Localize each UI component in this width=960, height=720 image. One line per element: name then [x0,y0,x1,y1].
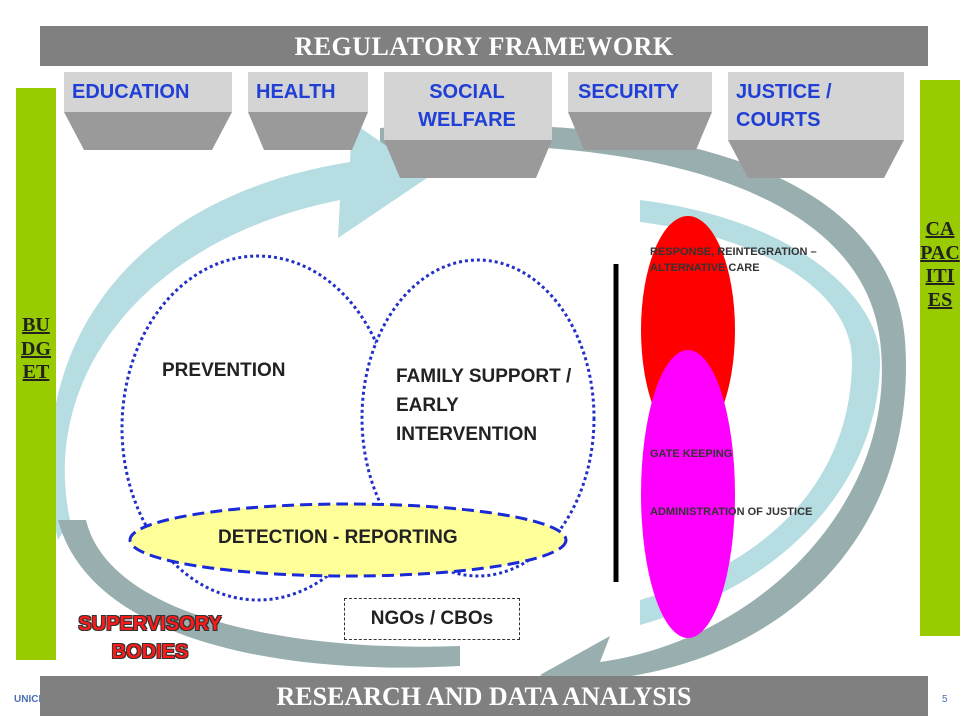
cycle-arrow-left [49,122,430,540]
cycle-arrow-bottom [58,520,460,668]
research-data-bar: RESEARCH AND DATA ANALYSIS [40,676,928,716]
gate-keeping-ellipse [641,350,735,638]
family-support-circle [360,258,596,578]
health-shape [248,72,368,150]
education-shape [64,72,232,150]
gate-keeping-label: GATE KEEPING [650,448,733,460]
ngo-cbo-box: NGOs / CBOs [344,598,520,640]
detection-ellipse [128,502,568,578]
family-support-label: FAMILY SUPPORT / EARLY INTERVENTION [396,366,572,445]
supervisory-bodies-label: SUPERVISORY BODIES [78,613,222,663]
category-shapes [64,72,904,178]
security-shape [568,72,712,150]
category-security: SECURITY [578,81,680,103]
category-education: EDUCATION [72,81,190,103]
detection-label: DETECTION - REPORTING [218,527,458,548]
social-welfare-shape [384,72,552,178]
response-label: RESPONSE, REINTEGRATION – ALTERNATIVE CA… [650,246,817,274]
capacities-label: CAPACITIES [920,218,960,311]
budget-bar: BUDGET [16,88,56,660]
category-justice: JUSTICE / COURTS [736,81,832,131]
budget-label: BUDGET [21,314,51,383]
footer-left-text: UNICE [14,694,46,705]
administration-label: ADMINISTRATION OF JUSTICE [650,506,813,518]
category-health: HEALTH [256,81,336,103]
regulatory-framework-bar: REGULATORY FRAMEWORK [40,26,928,66]
page-number: 5 [942,694,948,705]
justice-shape [728,72,904,178]
category-social-welfare: SOCIAL WELFARE [418,81,516,131]
capacities-bar: CAPACITIES [920,80,960,636]
prevention-label: PREVENTION [162,360,286,381]
